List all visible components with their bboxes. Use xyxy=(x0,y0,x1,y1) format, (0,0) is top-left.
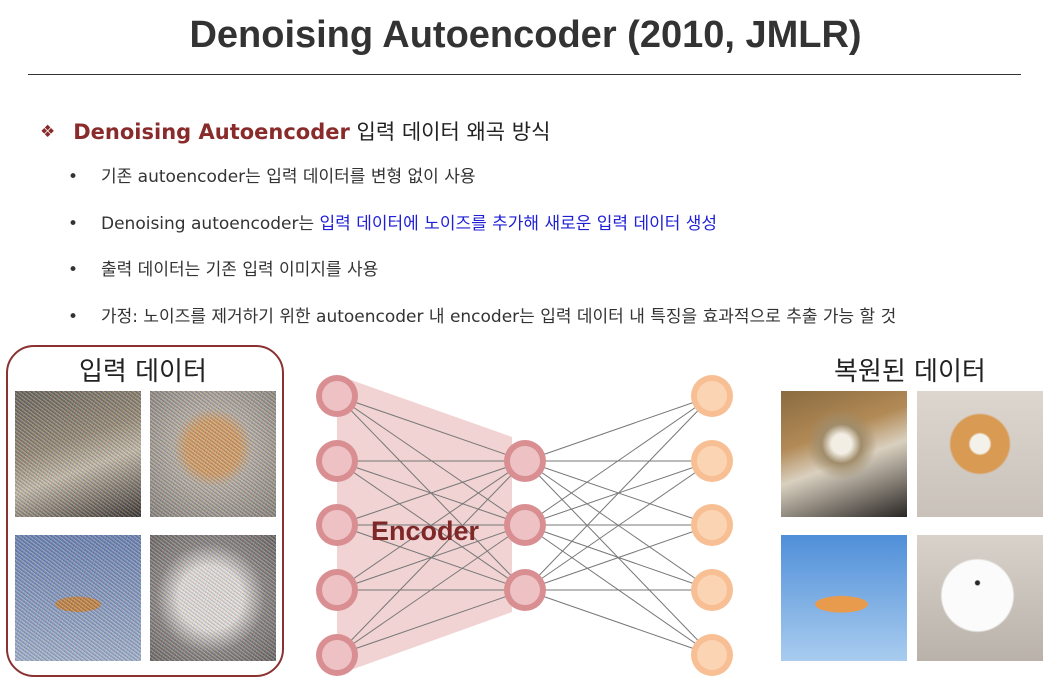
node-inner xyxy=(322,510,352,540)
node-inner xyxy=(510,510,540,540)
network-edge xyxy=(336,460,526,656)
node-inner xyxy=(697,640,727,670)
section-heading: ❖ Denoising Autoencoder 입력 데이터 왜곡 방식 xyxy=(40,116,550,146)
node-inner xyxy=(697,446,727,476)
network-edge xyxy=(524,395,713,591)
bullet-dot-icon: • xyxy=(68,260,79,280)
restored-white-dog-image xyxy=(917,535,1043,661)
node-inner xyxy=(322,381,352,411)
noisy-flying-cat-image xyxy=(15,535,141,661)
output-data-label: 복원된 데이터 xyxy=(834,357,986,387)
highlighted-text: 입력 데이터에 노이즈를 추가해 새로운 입력 데이터 생성 xyxy=(319,213,718,234)
node-inner xyxy=(510,575,540,605)
bullet-dot-icon: • xyxy=(68,167,79,187)
noisy-cat-image xyxy=(15,391,141,517)
network-edge xyxy=(524,524,713,591)
network-edge xyxy=(524,395,713,526)
bullet-item: •기존 autoencoder는 입력 데이터를 변형 없이 사용 xyxy=(68,167,476,187)
slide-title: Denoising Autoencoder (2010, JMLR) xyxy=(189,14,862,56)
node-inner xyxy=(697,510,727,540)
bullet-item: •Denoising autoencoder는 입력 데이터에 노이즈를 추가해… xyxy=(68,213,718,234)
network-edge xyxy=(336,460,526,591)
node-inner xyxy=(322,575,352,605)
input-data-label: 입력 데이터 xyxy=(79,357,207,387)
network-edge xyxy=(524,460,713,591)
bullet-dot-icon: • xyxy=(68,306,79,327)
network-edge xyxy=(524,395,713,462)
network-edge xyxy=(336,460,526,526)
network-edge xyxy=(336,524,526,656)
node-inner xyxy=(510,446,540,476)
bullet-dot-icon: • xyxy=(68,213,79,234)
restored-flying-cat-image xyxy=(781,535,907,661)
bullet-item: •가정: 노이즈를 제거하기 위한 autoencoder 내 encoder는… xyxy=(68,306,897,327)
node-inner xyxy=(697,381,727,411)
network-edge xyxy=(524,589,713,656)
heading-accent: Denoising Autoencoder xyxy=(73,120,350,144)
noisy-shiba-image xyxy=(150,391,276,517)
node-inner xyxy=(322,446,352,476)
node-inner xyxy=(697,575,727,605)
node-inner xyxy=(322,640,352,670)
network-edge xyxy=(336,589,526,656)
bullet-item: •출력 데이터는 기존 입력 이미지를 사용 xyxy=(68,260,379,280)
bullet-list: •기존 autoencoder는 입력 데이터를 변형 없이 사용 •Denoi… xyxy=(68,162,896,348)
network-edge xyxy=(336,395,526,462)
heading-text: 입력 데이터 왜곡 방식 xyxy=(349,120,551,144)
title-divider xyxy=(28,74,1021,75)
noisy-white-dog-image xyxy=(150,535,276,661)
encoder-label: Encoder xyxy=(371,516,480,546)
restored-cat-image xyxy=(781,391,907,517)
diamond-bullet-icon: ❖ xyxy=(40,122,56,142)
input-data-panel xyxy=(6,345,284,677)
restored-shiba-image xyxy=(917,391,1043,517)
